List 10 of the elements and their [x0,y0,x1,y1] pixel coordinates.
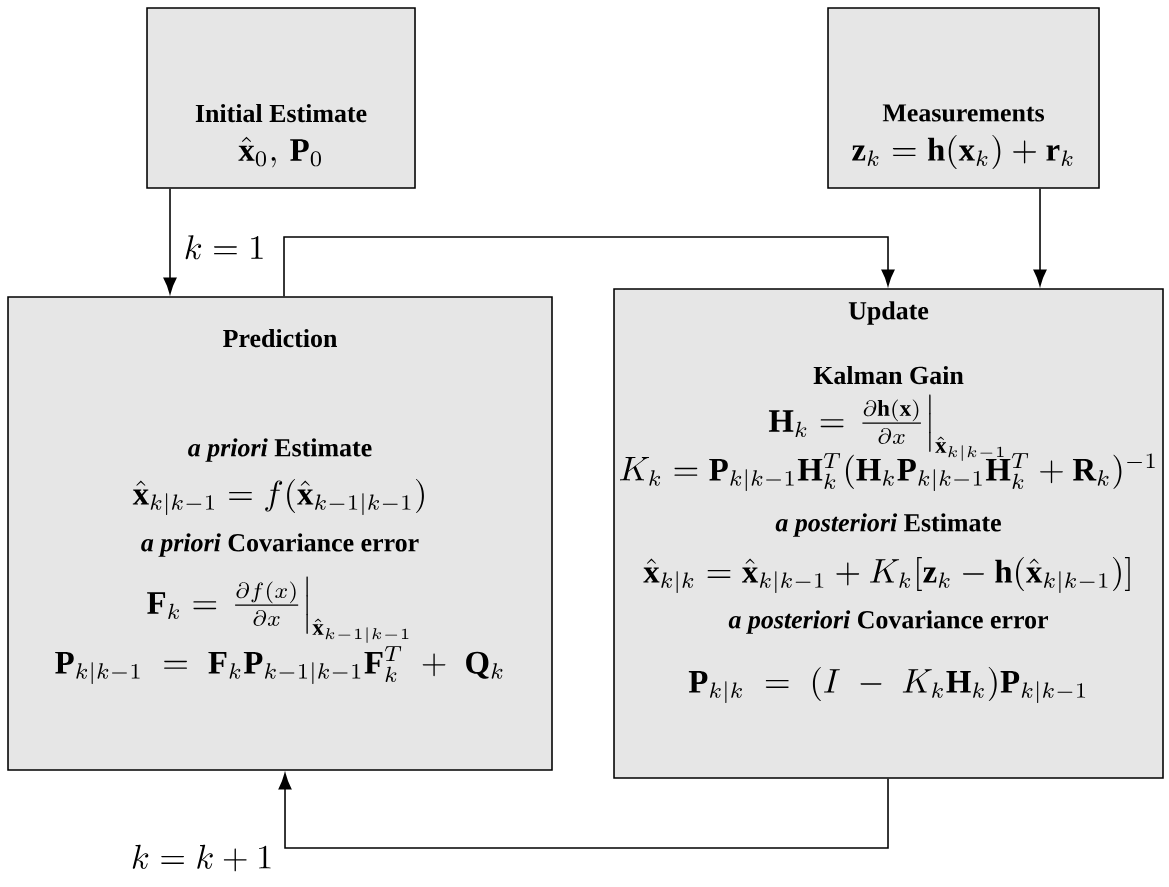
process-box: Measurements $\mathbf{z}_k = \mathbf{h}(\mathbf{x}_k) + \mathbf{r}_k$ [827,7,1100,189]
process-box: Initial Estimate $\hat{\mathbf{x}}_0,\, \mathbf{P}_0$ [146,7,416,189]
arrow [283,236,895,297]
arrow [278,773,889,849]
arrow [1033,188,1047,286]
edge-label: $k = k + 1$ [127,841,277,875]
arrow [163,188,177,294]
edge-label: $k = 1$ [180,232,269,262]
process-box: Prediction a priori Estimate $\hat{\mathbf{x}}_{k|k-1} = f(\hat{\mathbf{x}}_{k-1|k-1})$ a priori Covariance error $\mathbf{F}_k = \left.\frac{\partial f(x)}{\partial x}\right|_{\hat{\mathbf{x}}_{k-1|k-1}}$ $\mathbf{P}_{k|k-1} \;=\; \mathbf{F}_k\mathbf{P}_{k-1|k-1}\mathbf{F}_k^T \;+\; \mathbf{Q}_k$ [7,296,553,771]
process-box: Update Kalman Gain $\mathbf{H}_k = \left.\frac{\partial \mathbf{h}(\mathbf{x})}{\partial x}\right|_{\hat{\mathbf{x}}_{k|k-1}}$ $K_k = \mathbf{P}_{k|k-1}\mathbf{H}_k^T(\mathbf{H}_k\mathbf{P}_{k|k-1}\mathbf{H}_k^T + \mathbf{R}_k)^{-1}$ a posteriori Estimate $\hat{\mathbf{x}}_{k|k} = \hat{\mathbf{x}}_{k|k-1} + K_k[\mathbf{z}_k - \mathbf{h}(\hat{\mathbf{x}}_{k|k-1})]$ a posteriori Covariance error $\mathbf{P}_{k|k} \;=\; (I \;-\; K_k\mathbf{H}_k)\mathbf{P}_{k|k-1}$ [613,288,1164,779]
